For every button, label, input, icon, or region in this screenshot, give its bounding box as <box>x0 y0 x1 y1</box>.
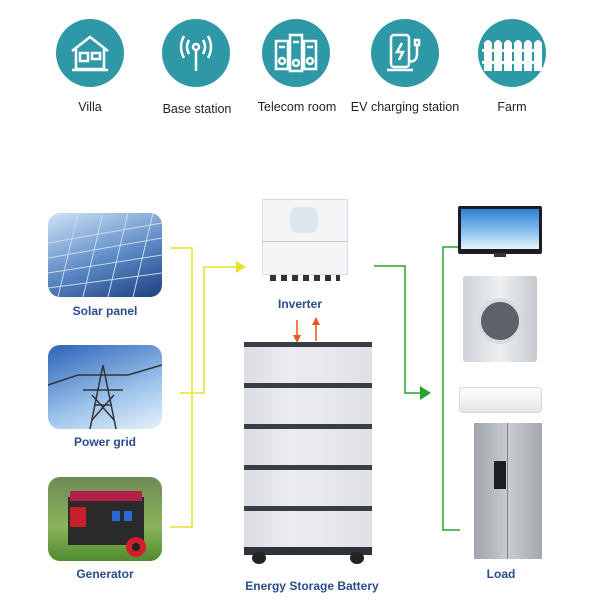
battery-module <box>244 342 372 384</box>
fence-icon <box>482 40 542 71</box>
battery-up-arrowhead <box>312 317 320 325</box>
battery-module <box>244 424 372 466</box>
farm-label: Farm <box>497 100 527 114</box>
grid-line <box>180 266 236 394</box>
base-station-label: Base station <box>162 102 232 116</box>
wheel <box>252 552 266 564</box>
ev-charger-icon <box>387 33 421 72</box>
battery-module <box>244 383 372 425</box>
telecom-room-circle <box>262 19 330 87</box>
antenna-icon <box>179 35 213 71</box>
inverter-label: Inverter <box>277 297 323 311</box>
house-icon <box>71 35 109 72</box>
solar-line <box>170 247 193 528</box>
inverter-output-line <box>374 265 422 394</box>
battery-down-arrowhead <box>293 335 301 343</box>
base-station-circle <box>162 19 230 87</box>
tv-image <box>458 206 542 257</box>
load-arrow <box>420 386 431 400</box>
wheel <box>350 552 364 564</box>
battery-module <box>244 506 372 548</box>
farm-circle <box>478 19 546 87</box>
battery-stack-image <box>244 342 372 566</box>
solar-panel-label: Solar panel <box>72 304 138 318</box>
villa-label: Villa <box>78 100 102 114</box>
generator-label: Generator <box>76 567 134 581</box>
inverter-display <box>290 207 318 233</box>
washing-machine-image <box>463 276 537 362</box>
load-label: Load <box>486 567 516 581</box>
refrigerator-image <box>474 423 542 559</box>
solar-panel-image <box>48 213 162 297</box>
telecom-room-label: Telecom room <box>257 100 337 114</box>
power-grid-image <box>48 345 162 429</box>
inverter-input-arrow <box>236 261 246 273</box>
load-bus-line <box>442 246 460 531</box>
villa-circle <box>56 19 124 87</box>
battery-label: Energy Storage Battery <box>245 579 379 593</box>
air-conditioner-image <box>459 387 542 413</box>
inverter-image <box>262 199 348 285</box>
battery-module <box>244 465 372 507</box>
generator-image <box>48 477 162 561</box>
server-icon <box>274 33 318 73</box>
power-grid-label: Power grid <box>73 435 136 449</box>
ev-charging-circle <box>371 19 439 87</box>
ev-charging-label: EV charging station <box>350 100 460 114</box>
